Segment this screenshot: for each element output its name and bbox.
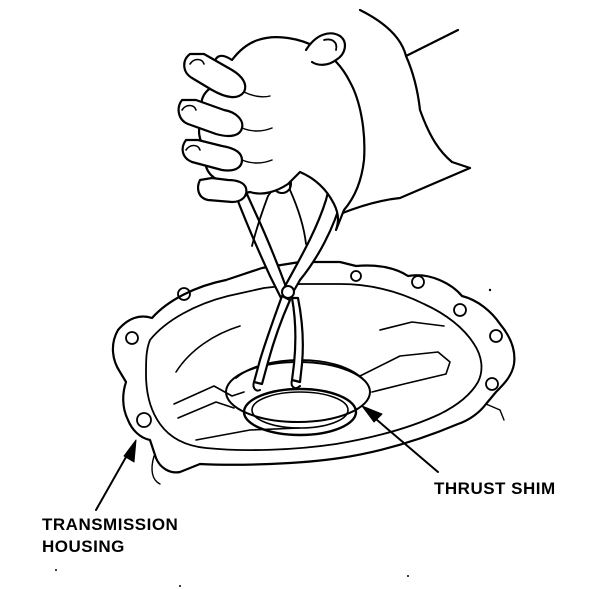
label-transmission-housing-line1: TRANSMISSION	[42, 515, 179, 534]
bolt-hole	[485, 377, 499, 391]
housing-outer-flange	[111, 260, 516, 474]
pliers-tip	[252, 381, 261, 392]
pliers-jaw-right	[290, 296, 304, 384]
finger-middle	[177, 98, 244, 138]
label-transmission-housing-line2: HOUSING	[42, 537, 125, 556]
housing-inner-rim	[145, 283, 483, 451]
scan-specks	[55, 288, 492, 587]
housing-rib	[195, 427, 301, 441]
transmission-housing	[111, 260, 516, 485]
bolt-hole	[411, 275, 425, 289]
callout-transmission-housing	[95, 439, 137, 511]
thrust-shim-inner	[251, 391, 349, 429]
knuckle-crease	[241, 127, 273, 132]
finger-index	[183, 52, 247, 99]
fingernail	[181, 104, 197, 111]
housing-rib	[379, 321, 445, 331]
thrust-shim	[242, 387, 358, 437]
leader-line-housing	[95, 449, 131, 511]
bolt-hole	[125, 331, 139, 345]
housing-rib	[173, 385, 245, 405]
pliers-jaw-left	[252, 294, 292, 386]
label-transmission-housing: TRANSMISSION HOUSING	[42, 514, 178, 558]
bolt-hole	[453, 303, 467, 317]
finger-little	[197, 176, 248, 204]
pliers-spring	[289, 189, 307, 245]
housing-rib	[177, 401, 235, 419]
finger-ring	[181, 138, 244, 172]
bolt-hole	[177, 287, 191, 301]
knuckle-crease	[241, 159, 273, 164]
hand	[177, 8, 472, 232]
label-thrust-shim: THRUST SHIM	[434, 479, 556, 498]
knuckle-crease	[243, 91, 271, 98]
bolt-hole	[350, 270, 362, 282]
bolt-hole	[489, 329, 503, 343]
pliers-spring	[251, 195, 269, 247]
thumbnail	[323, 38, 338, 51]
housing-rib	[175, 325, 241, 373]
callout-thrust-shim	[361, 405, 439, 473]
sleeve	[338, 8, 472, 216]
thumb	[304, 32, 346, 66]
pliers-tip	[290, 379, 301, 389]
fingernail	[185, 144, 201, 151]
housing-rib	[485, 403, 505, 421]
arrowhead-housing	[123, 439, 137, 463]
arrowhead-thrust-shim	[361, 405, 383, 423]
housing-rib	[151, 455, 161, 485]
bolt-hole	[136, 412, 152, 428]
fingernail	[189, 58, 205, 65]
housing-rib	[359, 351, 451, 393]
leader-line-thrust-shim	[369, 413, 439, 473]
